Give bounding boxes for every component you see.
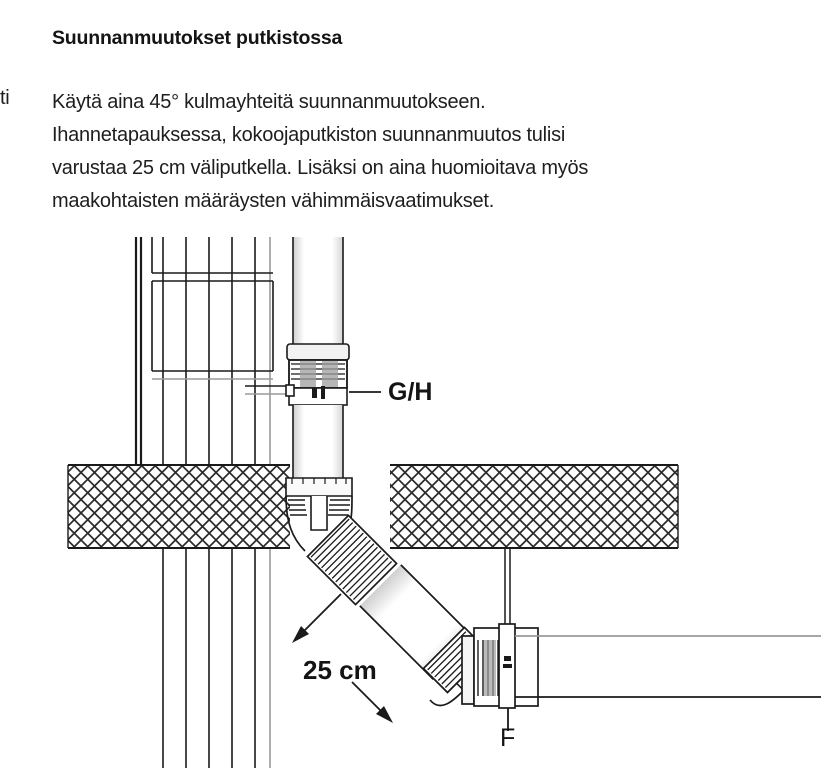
dimension-25cm <box>292 593 393 723</box>
label-g-h: G/H <box>388 378 432 406</box>
paragraph-line: varustaa 25 cm väliputkella. Lisäksi on … <box>52 157 589 179</box>
label-f: F <box>500 724 515 752</box>
coupling-upper-45 <box>306 514 398 606</box>
paragraph-line: Ihannetapauksessa, kokoojaputkiston suun… <box>52 124 566 146</box>
page-title: Suunnanmuutokset putkistossa <box>52 27 343 49</box>
label-dimension: 25 cm <box>303 655 377 685</box>
vertical-pipe <box>286 237 350 480</box>
paragraph-line: Käytä aina 45° kulmayhteitä suunnanmuuto… <box>52 91 486 113</box>
slab-riser-line <box>504 548 511 624</box>
margin-note: ti <box>0 87 10 109</box>
leader-lines <box>349 391 509 731</box>
wall-panel <box>134 237 274 768</box>
horizontal-pipe <box>515 635 821 698</box>
horizontal-coupling <box>461 623 539 709</box>
bend-45-upper <box>285 477 353 552</box>
floor-slab <box>67 464 679 549</box>
body-paragraph: Käytä aina 45° kulmayhteitä suunnanmuuto… <box>52 86 752 218</box>
branch-connector <box>245 384 295 397</box>
paragraph-line: maakohtaisten määräysten vähimmäisvaatim… <box>52 190 495 212</box>
